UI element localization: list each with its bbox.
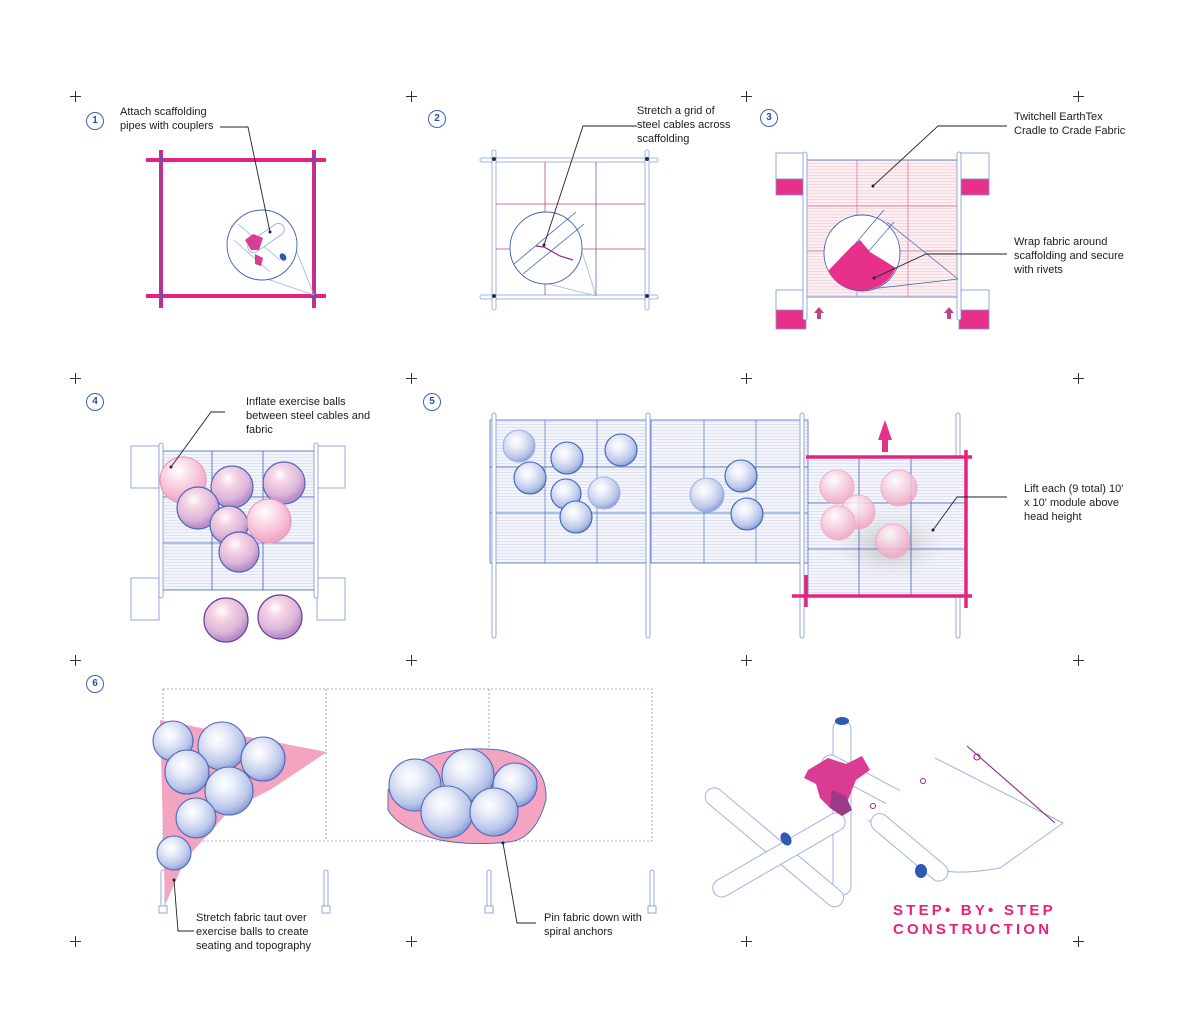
step3-fabric-annotation: Twitchell EarthTex Cradle to Crade Fabri…	[1014, 110, 1125, 138]
step-number-badge: 6	[86, 675, 104, 693]
registration-mark	[406, 936, 417, 947]
registration-mark	[741, 373, 752, 384]
registration-mark	[1073, 655, 1084, 666]
step2-annotation: Stretch a grid of steel cables across sc…	[637, 104, 731, 146]
annotation-line: head height	[1024, 511, 1082, 523]
annotation-line: scaffolding	[637, 133, 690, 145]
annotation-line: Stretch a grid of	[637, 105, 715, 117]
step-number-badge: 4	[86, 393, 104, 411]
annotation-line: exercise balls to create	[196, 926, 309, 938]
annotation-line: Cradle to Crade Fabric	[1014, 125, 1126, 137]
registration-mark	[1073, 936, 1084, 947]
registration-mark	[70, 936, 81, 947]
annotation-line: Twitchell EarthTex	[1014, 111, 1103, 123]
leader-line	[872, 125, 1007, 187]
annotation-line: seating and topography	[196, 940, 311, 952]
step5-modules-row	[489, 412, 972, 639]
annotation-line: pipes with couplers	[120, 120, 214, 132]
annotation-line: x 10' module above	[1024, 497, 1120, 509]
leader-line	[932, 496, 1007, 531]
annotation-line: spiral anchors	[544, 926, 613, 938]
registration-mark	[1073, 373, 1084, 384]
step3-wrap-annotation: Wrap fabric around scaffolding and secur…	[1014, 235, 1124, 277]
registration-mark	[70, 91, 81, 102]
step5-annotation: Lift each (9 total) 10' x 10' module abo…	[1024, 482, 1123, 524]
step6-fabric-topography	[152, 688, 657, 914]
registration-mark	[741, 655, 752, 666]
annotation-line: Stretch fabric taut over	[196, 912, 307, 924]
step1-annotation: Attach scaffolding pipes with couplers	[120, 105, 214, 133]
step1-scaffold-frame	[146, 150, 326, 308]
registration-mark	[406, 655, 417, 666]
registration-mark	[70, 373, 81, 384]
leader-line	[873, 253, 1007, 279]
diagram-title: STEP• BY• STEP CONSTRUCTION	[893, 901, 1056, 939]
registration-mark	[1073, 91, 1084, 102]
step-number-badge: 2	[428, 110, 446, 128]
step-number-badge: 1	[86, 112, 104, 130]
step6-pin-annotation: Pin fabric down with spiral anchors	[544, 911, 642, 939]
annotation-line: fabric	[246, 424, 273, 436]
annotation-line: Pin fabric down with	[544, 912, 642, 924]
title-line: STEP• BY• STEP	[893, 902, 1056, 919]
title-line: CONSTRUCTION	[893, 921, 1053, 938]
registration-mark	[406, 91, 417, 102]
coupler-isometric-detail	[704, 717, 1064, 908]
annotation-line: Inflate exercise balls	[246, 396, 346, 408]
annotation-line: Wrap fabric around	[1014, 236, 1108, 248]
step4-annotation: Inflate exercise balls between steel cab…	[246, 395, 370, 437]
leader-line	[543, 125, 637, 246]
step2-cable-grid	[479, 149, 659, 311]
leader-line	[220, 126, 271, 233]
leader-line	[170, 411, 225, 468]
registration-mark	[70, 655, 81, 666]
step-number-badge: 3	[760, 109, 778, 127]
annotation-line: Lift each (9 total) 10'	[1024, 483, 1124, 495]
leader-line	[502, 842, 536, 924]
annotation-line: scaffolding and secure	[1014, 250, 1124, 262]
leader-line	[173, 879, 194, 932]
annotation-line: steel cables across	[637, 119, 731, 131]
registration-mark	[406, 373, 417, 384]
step4-inflated-balls	[130, 442, 346, 643]
registration-mark	[741, 91, 752, 102]
annotation-line: Attach scaffolding	[120, 106, 207, 118]
step-number-badge: 5	[423, 393, 441, 411]
registration-mark	[741, 936, 752, 947]
annotation-line: with rivets	[1014, 264, 1063, 276]
step6-stretch-annotation: Stretch fabric taut over exercise balls …	[196, 911, 311, 953]
step3-fabric-module	[775, 151, 990, 330]
annotation-line: between steel cables and	[246, 410, 371, 422]
